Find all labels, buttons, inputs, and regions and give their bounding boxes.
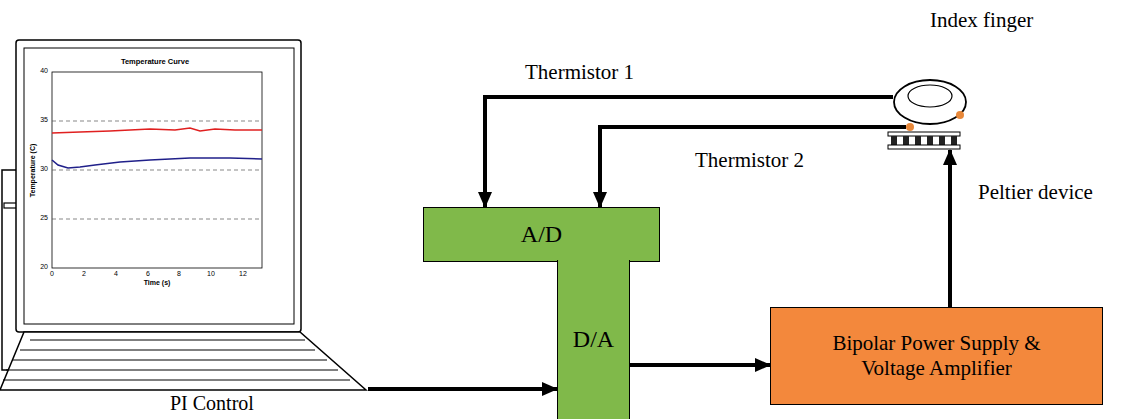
keyboard-keys [3,340,350,380]
computer-node: PI Control [0,40,368,392]
peltier-plate [888,132,960,136]
tick-label: 30 [40,165,48,172]
peltier-temperature-curve [52,158,262,168]
wire-label: Thermistor 2 [695,148,804,173]
part-label: Peltier device [978,180,1093,205]
peltier-node: Peltier device [906,120,964,150]
signal-arrow [630,363,770,367]
signal-arrow [485,97,893,207]
tick-label: 12 [239,270,247,277]
signal-arrow [948,150,952,307]
box-label: A/D [521,220,562,249]
power-supply-box: Bipolar Power Supply & Voltage Amplifier [770,307,1103,405]
box-label: Bipolar Power Supply & Voltage Amplifier [812,331,1062,381]
da-converter-box: D/A [557,260,630,419]
tick-label: 40 [40,67,48,74]
finger-nail [908,85,952,107]
plot-area [52,72,262,268]
finger-temperature-curve [52,128,262,133]
tick-label: 4 [114,270,118,277]
signal-arrow [368,387,557,391]
monitor-screen [24,48,294,324]
part-label: PI Control [170,392,254,415]
thermistor-dot [906,123,914,131]
grid-line [52,219,262,220]
tick-label: 10 [207,270,215,277]
part-label: Index finger [930,8,1033,33]
tick-label: 35 [40,116,48,123]
ad-converter-box: A/D [423,207,660,262]
tick-label: 6 [146,270,150,277]
tick-label: 8 [177,270,181,277]
tick-label: 25 [40,214,48,221]
tick-label: 0 [50,270,54,277]
index-finger [894,80,966,124]
tick-label: 2 [82,270,86,277]
peltier-elements [888,136,960,145]
chart-title: Temperature Curve [121,57,189,66]
keyboard [0,332,366,390]
peltier-plate [888,145,960,149]
box-label: D/A [573,325,614,354]
monitor-frame [16,40,301,332]
wire-label: Thermistor 1 [525,60,634,85]
grid-line [52,170,262,171]
axis-title: Temperature (C) [29,143,36,197]
axis-title: Time (s) [144,279,171,286]
thermistor-dot [956,111,964,119]
finger-node: Index finger [893,80,965,124]
grid-line [52,121,262,122]
tick-label: 20 [40,263,48,270]
signal-arrow [600,127,906,207]
